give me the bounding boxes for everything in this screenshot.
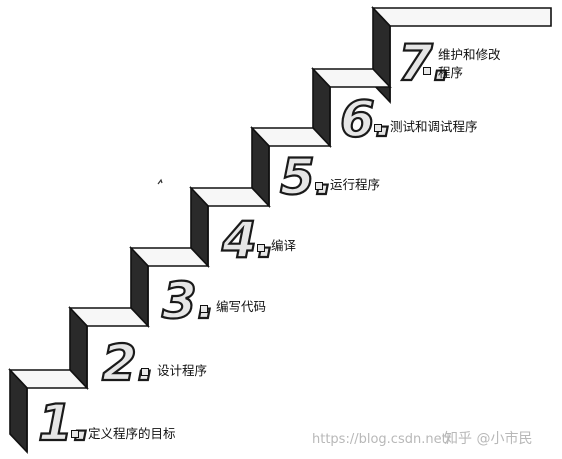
- step-7-bullet-icon: [423, 67, 431, 75]
- step-5-number: 5.: [279, 148, 335, 206]
- watermark-right: 知乎 @小市民: [444, 431, 533, 447]
- step-3-bullet-icon: [200, 305, 208, 313]
- step-1-bullet-icon: [71, 430, 79, 438]
- step-4-label: 编译: [271, 238, 297, 253]
- step-7-label-line2: 程序: [438, 65, 464, 80]
- step-4-number: 4.: [221, 211, 277, 269]
- step-5-label: 运行程序: [330, 177, 381, 192]
- stairs: [8, 5, 552, 455]
- step-3-number: 3.: [161, 272, 217, 330]
- top-landing: [371, 7, 552, 27]
- step-5-bullet-icon: [315, 182, 323, 190]
- step-2-number: 2.: [101, 334, 157, 392]
- stray-mark: [157, 178, 163, 185]
- watermark-left: https://blog.csdn.net/: [312, 432, 452, 447]
- step-6-label: 测试和调试程序: [390, 119, 478, 134]
- step-7-label-line1: 维护和修改: [438, 47, 501, 62]
- step-1-label: 定义程序的目标: [88, 426, 176, 441]
- step-4-bullet-icon: [257, 244, 265, 252]
- step-2-label: 设计程序: [157, 363, 208, 378]
- step-3-label: 编写代码: [216, 299, 267, 314]
- step-6-number: 6.: [339, 90, 395, 148]
- step-7-number: 7.: [397, 34, 453, 92]
- step-6-bullet-icon: [374, 124, 382, 132]
- step-1-number: 1.: [37, 394, 93, 452]
- step-2-bullet-icon: [141, 368, 149, 376]
